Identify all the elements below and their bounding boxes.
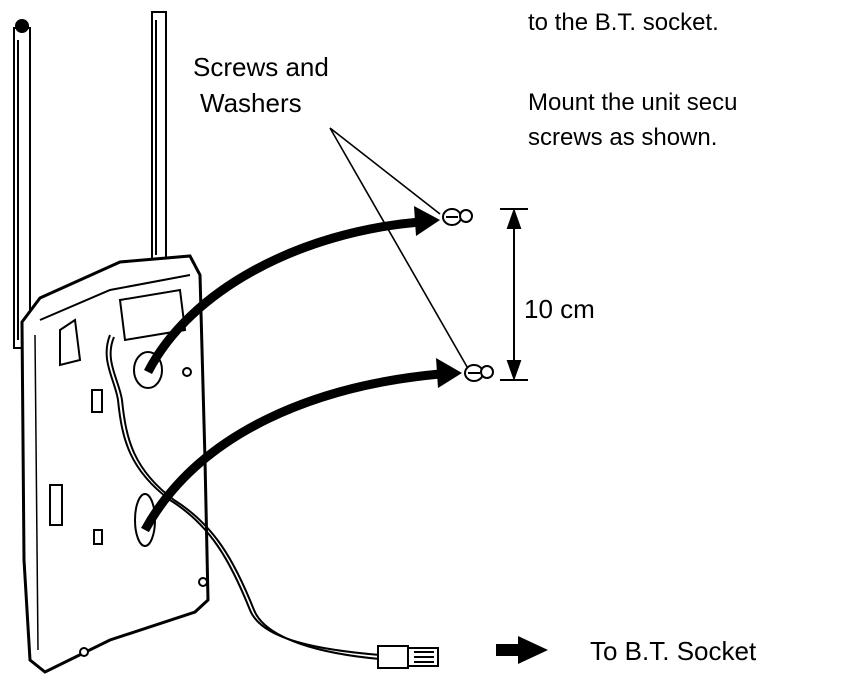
mount-arrow-bottom xyxy=(141,358,462,533)
instruction-line-3: screws as shown. xyxy=(528,124,717,151)
socket-label: To B.T. Socket xyxy=(590,636,757,666)
distance-label: 10 cm xyxy=(524,294,595,324)
screws-label-line-2: Washers xyxy=(200,88,302,118)
antenna-right xyxy=(151,11,167,263)
instruction-line-2: Mount the unit secu xyxy=(528,89,737,116)
mount-arrow-top xyxy=(143,206,440,375)
instruction-line-1: to the B.T. socket. xyxy=(528,9,719,36)
screw-top-icon xyxy=(442,208,473,226)
antenna-left xyxy=(13,19,31,349)
right-arrow-icon xyxy=(496,636,548,664)
screw-bottom-icon xyxy=(464,364,494,382)
phone-cord xyxy=(105,334,381,660)
leader-lines xyxy=(329,127,471,373)
base-unit xyxy=(20,254,210,674)
plug-icon xyxy=(377,645,439,669)
screws-label-line-1: Screws and xyxy=(193,52,329,82)
dimension-marker xyxy=(500,207,528,382)
